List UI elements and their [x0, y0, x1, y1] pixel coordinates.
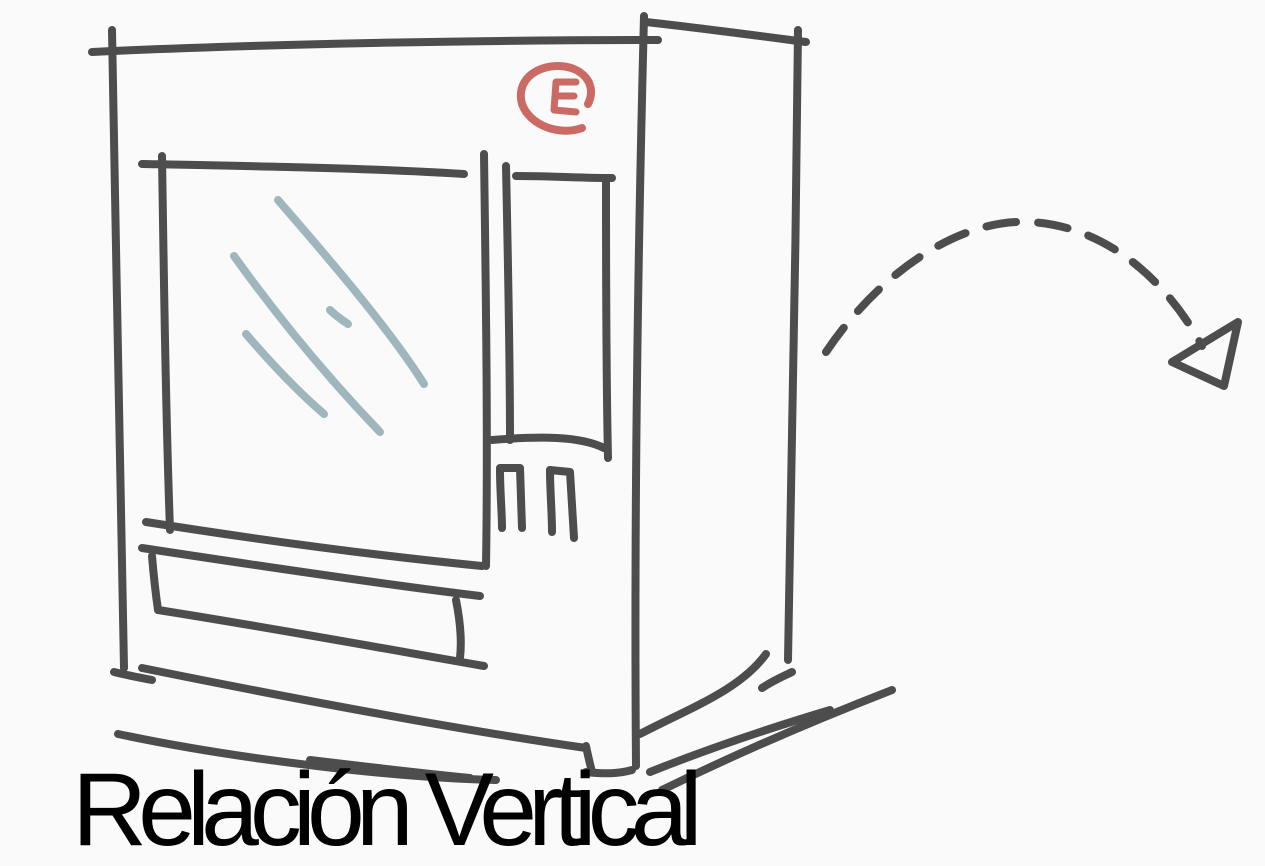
control-panel — [492, 166, 612, 538]
slide-title: Relación Vertical — [72, 758, 694, 862]
logo-e-icon — [521, 66, 591, 131]
dispenser-tray — [142, 548, 484, 666]
glass-window — [142, 154, 487, 566]
dashed-curved-arrow-icon — [826, 222, 1238, 386]
machine-cabinet — [92, 16, 892, 790]
